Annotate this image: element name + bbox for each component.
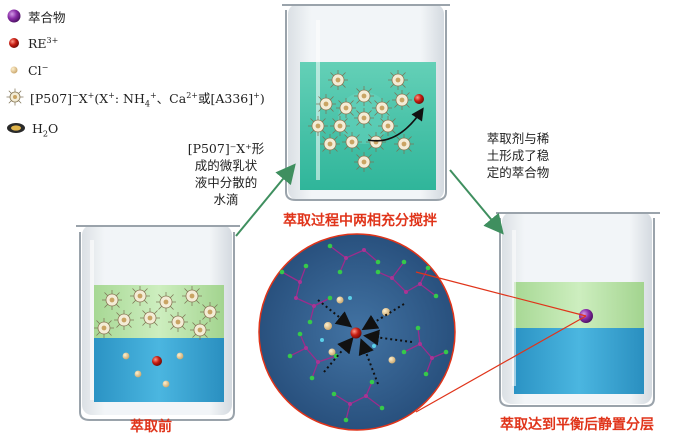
annotation-left-line: 液中分散的 — [178, 174, 274, 191]
annotation-right-line: 定的萃合物 — [472, 164, 564, 181]
annotation-right-line: 土形成了稳 — [472, 147, 564, 164]
legend-chloride: Cl− — [6, 60, 48, 80]
annotation-left-line: [P507]⁻X⁺形 — [178, 140, 274, 157]
water-droplet-icon — [6, 121, 26, 135]
legend-surfactant: [P507]−X+(X+: NH4+、Ca2+或[A336]+) — [6, 87, 265, 107]
annotation-stable-complex: 萃取剂与稀 土形成了稳 定的萃合物 — [472, 130, 564, 181]
beaker-before — [76, 225, 240, 420]
beaker-mixing — [282, 4, 450, 200]
legend-water-label: H2O — [32, 121, 58, 136]
legend-complex: 萃合物 — [6, 6, 66, 26]
annotation-left-line: 成的微乳状 — [178, 157, 274, 174]
legend-water: H2O — [6, 118, 58, 138]
caption-after: 萃取达到平衡后静置分层 — [500, 414, 654, 434]
micelle-icon — [6, 88, 24, 106]
caption-mixing: 萃取过程中两相充分搅拌 — [283, 210, 437, 230]
legend-complex-label: 萃合物 — [28, 7, 66, 26]
legend-re-label: RE3+ — [28, 36, 58, 51]
tan-dot-icon — [6, 62, 22, 78]
legend-surfactant-label: [P507]−X+(X+: NH4+、Ca2+或[A336]+) — [30, 88, 265, 107]
legend-chloride-label: Cl− — [28, 63, 48, 78]
purple-ball-icon — [6, 8, 22, 24]
annotation-left-line: 水滴 — [178, 191, 274, 208]
caption-before: 萃取前 — [130, 416, 172, 436]
annotation-microemulsion: [P507]⁻X⁺形 成的微乳状 液中分散的 水滴 — [178, 140, 274, 208]
legend-re-ion: RE3+ — [6, 33, 58, 53]
magnified-view — [259, 234, 455, 430]
red-ball-icon — [6, 35, 22, 51]
annotation-right-line: 萃取剂与稀 — [472, 130, 564, 147]
beaker-after — [496, 212, 660, 406]
